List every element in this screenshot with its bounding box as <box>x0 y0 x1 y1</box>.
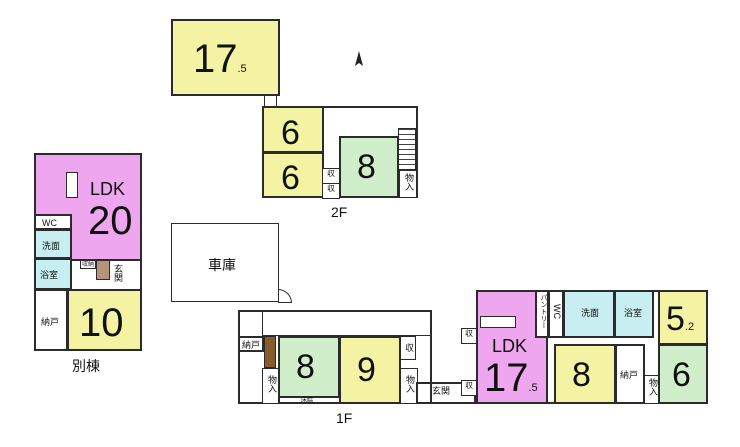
corridor-1f <box>262 310 432 336</box>
closet-1f-1: 物入 <box>262 368 280 404</box>
room-1f-6-num: 6 <box>672 356 691 394</box>
annex-genkan: 玄関 <box>113 264 123 282</box>
room-1f-8a-num: 8 <box>296 348 315 386</box>
annex-ldk-label: LDK <box>90 179 126 199</box>
room-2f-17-5: 17.5 <box>171 19 280 96</box>
garage-door <box>278 289 292 303</box>
annex-nando: 納戸 <box>34 289 68 351</box>
room-1f-8b: 8 <box>554 344 616 404</box>
tokonoma-1f <box>264 336 276 368</box>
room-1f-6: 6 <box>658 344 708 404</box>
pantry: パントリー <box>535 290 549 338</box>
room-2f-6b-num: 6 <box>281 159 300 197</box>
storage-2f-1: 収 <box>322 168 340 184</box>
storage-1f-3: 収 <box>461 380 477 396</box>
ldk-1f: LDK 17.5 <box>476 290 548 404</box>
annex-room-10-num: 10 <box>79 301 124 345</box>
nando-1f: 納戸 <box>238 336 264 352</box>
room-1f-5-dec: .2 <box>684 321 695 333</box>
north-arrow-icon <box>355 51 363 66</box>
room-2f-8: 8 <box>339 136 399 198</box>
storage-2f-2: 収 <box>322 183 340 199</box>
annex-storage: 収納 <box>80 260 96 269</box>
storage-1f-1: 収 <box>400 336 416 360</box>
room-2f-6a: 6 <box>262 106 324 153</box>
room-2f-6b: 6 <box>262 152 324 198</box>
stairs-2f <box>398 128 416 170</box>
room-1f-5-2: 5.2 <box>658 290 708 345</box>
room-1f-8b-num: 8 <box>572 356 591 394</box>
room-2f-17-dec: .5 <box>237 63 247 75</box>
tokowaki-1f: 床脇 <box>278 397 340 404</box>
annex-bath: 浴室 <box>34 258 72 290</box>
wc-1f: WC <box>548 290 564 338</box>
room-1f-9-num: 9 <box>357 351 376 389</box>
ldk-kitchen-counter <box>480 316 516 328</box>
floor-label-1f: 1F <box>336 410 353 426</box>
closet-2f: 物入 <box>399 170 417 198</box>
room-2f-8-num: 8 <box>357 148 376 186</box>
genkan-1f: 玄関 <box>432 386 451 396</box>
annex-room-10: 10 <box>67 289 142 351</box>
annex-kitchen-counter <box>66 172 78 198</box>
floor-label-2f: 2F <box>331 204 348 220</box>
garage: 車庫 <box>171 223 279 302</box>
storage-1f-2: 収 <box>461 328 477 344</box>
room-1f-8a: 8 <box>278 336 340 398</box>
washroom-1f: 洗面 <box>563 290 615 338</box>
ldk-1f-num: 17 <box>484 356 529 400</box>
bath-1f: 浴室 <box>614 290 654 338</box>
room-2f-6a-num: 6 <box>281 114 300 152</box>
annex-genkan-floor <box>96 260 110 280</box>
annex-label: 別棟 <box>72 358 100 374</box>
room-2f-17-num: 17 <box>193 37 238 81</box>
annex-wc: WC <box>34 214 72 230</box>
ldk-1f-dec: .5 <box>528 382 538 394</box>
annex-ldk-num: 20 <box>88 199 133 243</box>
ldk-1f-label: LDK <box>492 336 528 356</box>
annex-washroom: 洗面 <box>34 229 72 259</box>
nando-1f-east: 納戸 <box>615 344 645 404</box>
room-1f-9: 9 <box>339 336 401 404</box>
room-1f-5-num: 5 <box>666 300 685 338</box>
